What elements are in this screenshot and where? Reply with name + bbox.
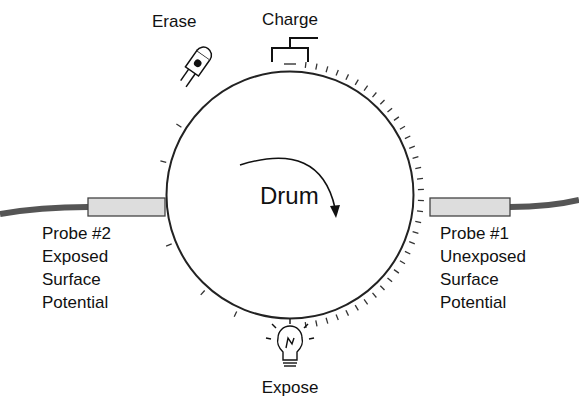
probe-label: Surface xyxy=(42,270,101,290)
probe-2 xyxy=(88,198,165,216)
charge-mark xyxy=(336,70,338,76)
probe-cable xyxy=(0,207,88,214)
probe-label: Probe #2 xyxy=(42,224,111,244)
charge-mark xyxy=(409,146,415,148)
charge-mark xyxy=(176,124,181,127)
charge-mark xyxy=(316,64,317,70)
charge-mark xyxy=(326,66,328,72)
expose-bulb xyxy=(266,318,314,366)
charge-mark xyxy=(160,161,166,163)
charge-mark xyxy=(417,178,423,180)
charge-mark xyxy=(373,293,377,298)
charge-mark xyxy=(305,62,307,68)
probe-label: Surface xyxy=(440,270,499,290)
probe-label: Probe #1 xyxy=(440,224,509,244)
charge-mark xyxy=(316,320,317,326)
charge-mark xyxy=(417,210,423,212)
arrow-head xyxy=(330,205,340,218)
charge-mark xyxy=(326,318,328,324)
drum-circle: Drum xyxy=(165,70,415,320)
charge-mark xyxy=(413,232,419,234)
probe-label: Unexposed xyxy=(440,247,526,267)
charge-mark xyxy=(388,278,393,282)
charge-mark xyxy=(373,93,377,98)
probe-label: Exposed xyxy=(42,247,108,267)
charge-mark xyxy=(355,80,358,85)
charge-mark xyxy=(413,157,419,159)
charge-mark xyxy=(418,189,424,191)
probe-label: Potential xyxy=(440,293,506,313)
charge-mark xyxy=(405,136,410,139)
probe-1 xyxy=(430,198,510,216)
charge-marks xyxy=(157,62,424,328)
charge-mark xyxy=(364,86,368,91)
component-label: Expose xyxy=(262,378,319,398)
component-label: Erase xyxy=(152,12,196,32)
charge-corona xyxy=(272,38,318,64)
charge-mark xyxy=(355,305,358,310)
charge-mark xyxy=(201,291,205,295)
charge-mark xyxy=(346,310,349,315)
charge-mark xyxy=(400,261,405,264)
probe-label: Potential xyxy=(42,293,108,313)
component-label: Charge xyxy=(262,10,318,30)
probe-cable xyxy=(510,200,579,207)
erase-lamp xyxy=(176,44,214,89)
charge-mark xyxy=(166,244,172,246)
charge-mark xyxy=(380,286,384,290)
charge-mark xyxy=(336,314,338,320)
charge-mark xyxy=(409,242,415,244)
drum-label: Drum xyxy=(260,182,319,210)
charge-mark xyxy=(394,117,399,121)
charge-mark xyxy=(380,100,384,104)
charge-mark xyxy=(405,251,410,254)
charge-mark xyxy=(234,311,237,316)
charge-mark xyxy=(346,74,349,79)
charge-mark xyxy=(418,200,424,202)
charge-mark xyxy=(388,108,393,112)
charge-mark xyxy=(415,221,421,222)
charge-mark xyxy=(400,126,405,129)
charge-mark xyxy=(394,270,399,274)
charge-mark xyxy=(415,167,421,168)
charge-mark xyxy=(364,299,368,304)
